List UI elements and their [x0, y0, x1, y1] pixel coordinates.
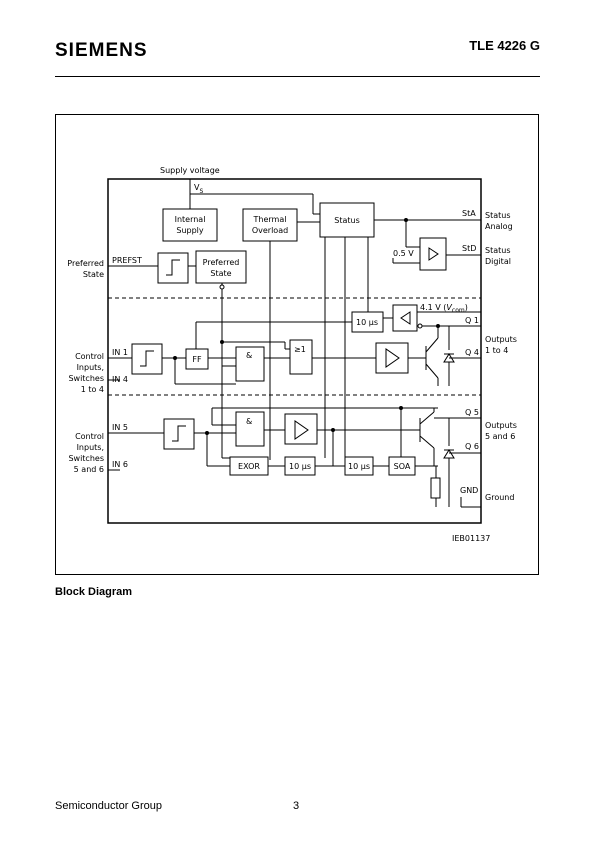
internal-supply-label: Internal	[175, 215, 206, 224]
ground-label: Ground	[485, 493, 514, 502]
status-analog-label: Status	[485, 211, 511, 220]
q4-pin: Q 4	[465, 348, 479, 357]
outputs-1-4-label-2: 1 to 4	[485, 346, 508, 355]
ff-block: FF	[192, 355, 202, 364]
v05-label: 0.5 V	[393, 249, 414, 258]
in4-pin: IN 4	[112, 375, 128, 384]
control-1-4-label-4: 1 to 4	[81, 385, 104, 394]
v41-label: 4.1 V (Vcom)	[420, 303, 468, 314]
control-1-4-label-2: Inputs,	[77, 363, 104, 372]
sta-pin: StA	[462, 209, 476, 218]
in1-pin: IN 1	[112, 348, 128, 357]
status-analog-label-2: Analog	[485, 222, 513, 231]
control-5-6-label: Control	[75, 432, 104, 441]
siemens-logo: SIEMENS	[55, 40, 148, 61]
q6-pin: Q 6	[465, 442, 479, 451]
control-5-6-label-3: Switches	[68, 454, 104, 463]
soa-block: SOA	[394, 462, 411, 471]
gnd-pin: GND	[460, 486, 478, 495]
thermal-overload-label-2: Overload	[252, 226, 288, 235]
figure-caption: Block Diagram	[55, 586, 133, 598]
page-number: 3	[293, 800, 300, 812]
in5-pin: IN 5	[112, 423, 128, 432]
diagram-frame	[55, 114, 539, 575]
supply-voltage-label: Supply voltage	[160, 166, 220, 175]
preferred-state-block: Preferred	[203, 258, 240, 267]
exor-block: EXOR	[238, 462, 260, 471]
outputs-5-6-label-2: 5 and 6	[485, 432, 515, 441]
timer-2: 10 µs	[289, 462, 311, 471]
timer-1: 10 µs	[356, 318, 378, 327]
prefst-pin: PREFST	[112, 256, 142, 265]
and-gate-1: &	[246, 351, 252, 360]
in6-pin: IN 6	[112, 460, 128, 469]
and-gate-2: &	[246, 417, 252, 426]
figure-ref: IEB01137	[452, 534, 490, 543]
part-number: TLE 4226 G	[469, 38, 540, 53]
or-gate: ≥1	[294, 345, 306, 354]
control-5-6-label-4: 5 and 6	[74, 465, 104, 474]
q1-pin: Q 1	[465, 316, 479, 325]
preferred-state-label-2: State	[83, 270, 104, 279]
status-digital-label-2: Digital	[485, 257, 511, 266]
outputs-5-6-label: Outputs	[485, 421, 517, 430]
thermal-overload-label: Thermal	[253, 215, 287, 224]
vs-label: VS	[194, 183, 203, 195]
control-5-6-label-2: Inputs,	[77, 443, 104, 452]
status-digital-label: Status	[485, 246, 511, 255]
control-1-4-label: Control	[75, 352, 104, 361]
footer-publisher: Semiconductor Group	[55, 800, 162, 812]
timer-3: 10 µs	[348, 462, 370, 471]
status-block-label: Status	[334, 216, 360, 225]
q5-pin: Q 5	[465, 408, 479, 417]
preferred-state-block-2: State	[210, 269, 231, 278]
preferred-state-label: Preferred	[67, 259, 104, 268]
internal-supply-label-2: Supply	[176, 226, 204, 235]
header-rule	[55, 76, 540, 77]
std-pin: StD	[462, 244, 476, 253]
control-1-4-label-3: Switches	[68, 374, 104, 383]
outputs-1-4-label: Outputs	[485, 335, 517, 344]
